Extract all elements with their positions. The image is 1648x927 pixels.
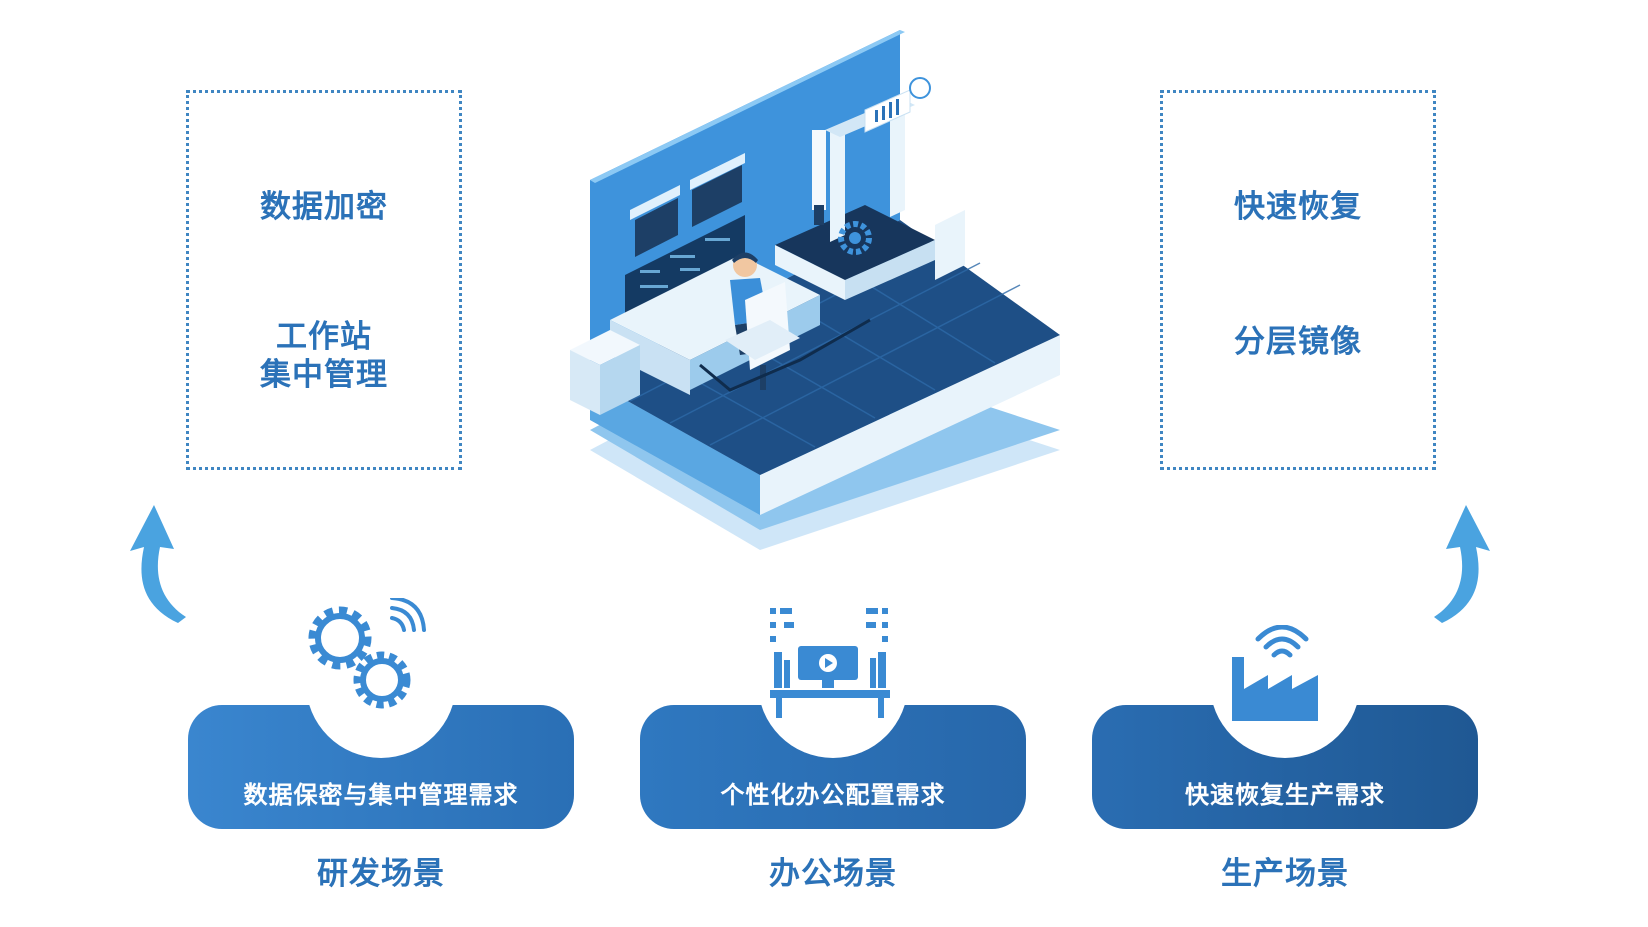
feature-layered-mirror: 分层镜像 — [1234, 324, 1362, 360]
right-up-arrow-icon — [1434, 505, 1490, 623]
isometric-workstation-illustration — [570, 30, 1060, 550]
scene-label-rd: 研发场景 — [317, 856, 445, 892]
scene-label-production: 生产场景 — [1221, 856, 1349, 892]
left-feature-box: 数据加密 工作站 集中管理 — [186, 90, 462, 470]
right-feature-box: 快速恢复 分层镜像 — [1160, 90, 1436, 470]
feature-workstation-line2: 集中管理 — [260, 357, 388, 393]
gears-wifi-icon — [308, 598, 426, 709]
need-label-office: 个性化办公配置需求 — [720, 781, 946, 809]
factory-wifi-icon — [1232, 625, 1318, 721]
feature-workstation-line1: 工作站 — [276, 319, 372, 355]
feature-workstation-management: 工作站 集中管理 — [189, 318, 459, 394]
scene-label-office: 办公场景 — [769, 856, 897, 892]
feature-fast-recovery: 快速恢复 — [1234, 189, 1362, 225]
left-up-arrow-icon — [130, 505, 186, 623]
need-label-production: 快速恢复生产需求 — [1185, 781, 1385, 809]
need-label-rd: 数据保密与集中管理需求 — [243, 781, 519, 809]
feature-data-encryption: 数据加密 — [260, 189, 388, 225]
desk-monitor-icon — [770, 608, 890, 718]
